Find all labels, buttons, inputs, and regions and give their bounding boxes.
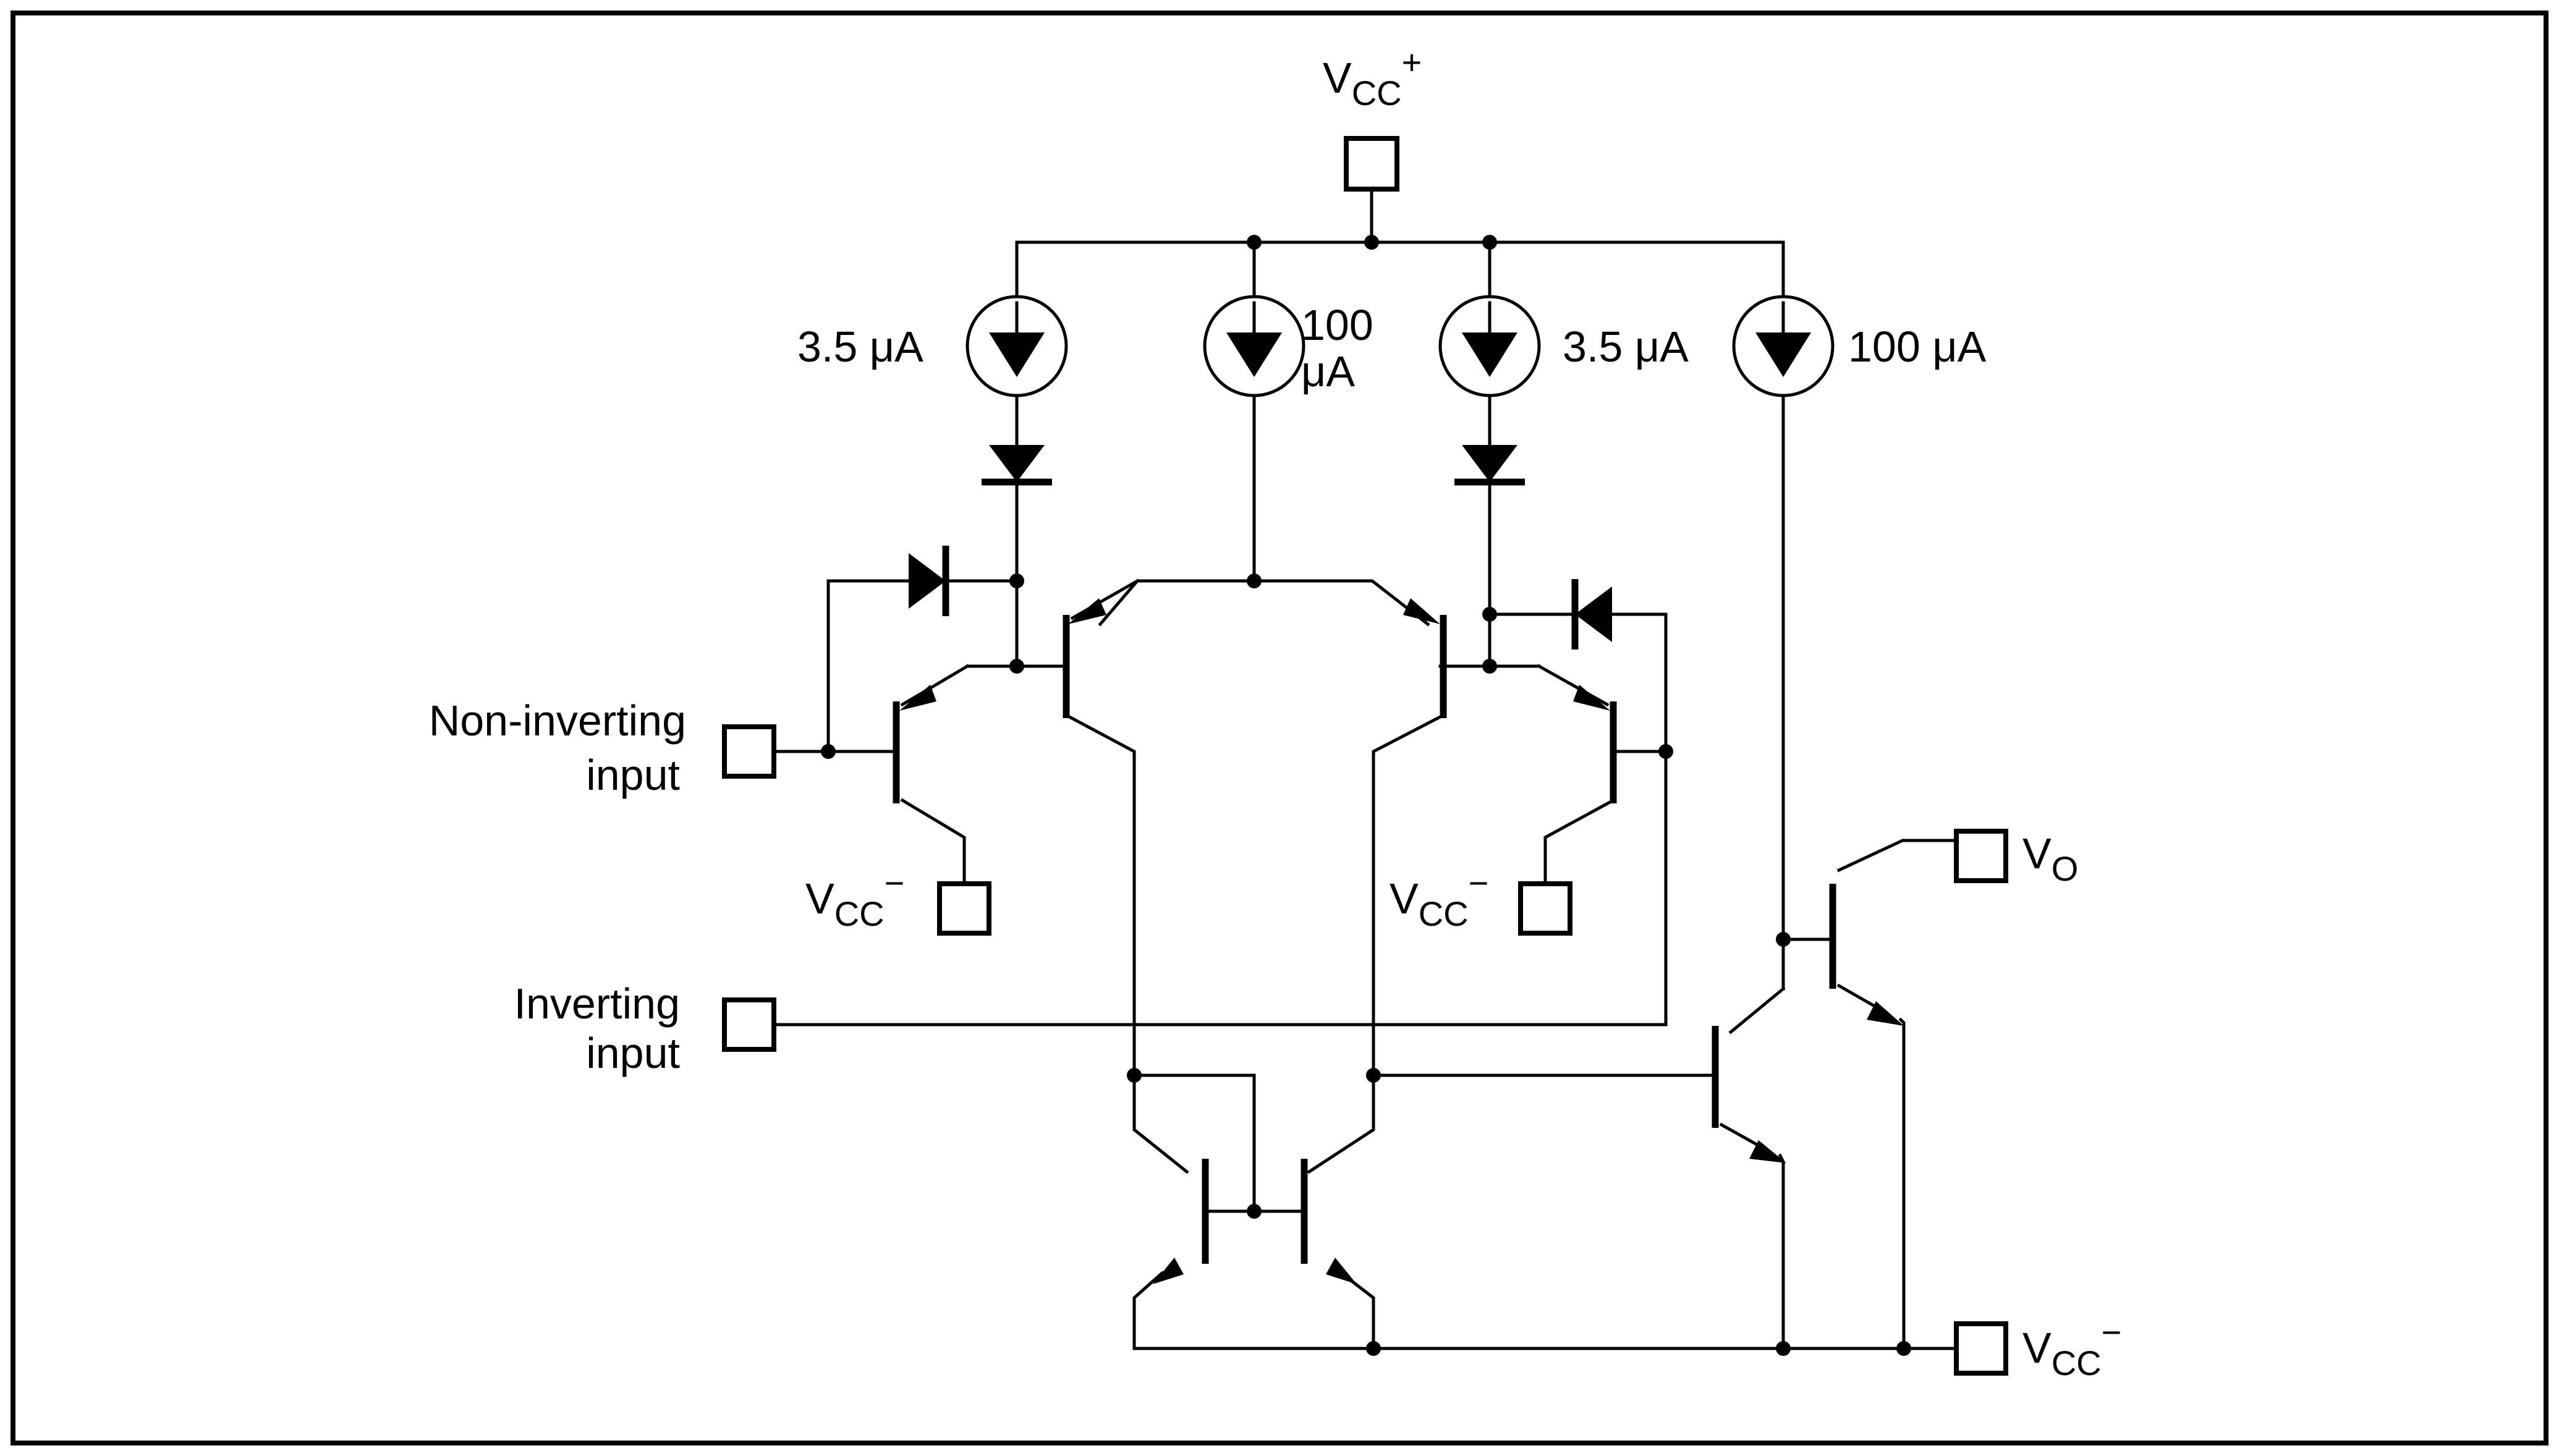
vcc-minus-pin-right	[1518, 881, 1572, 936]
vcc-minus-pin-bottom	[1954, 1321, 2008, 1376]
output-label: VO	[2022, 829, 2078, 888]
junction-dots	[821, 235, 1911, 1356]
inverting-input-pin	[722, 997, 776, 1052]
transistor-q8	[1829, 884, 1904, 1026]
current-source-3	[1438, 295, 1541, 397]
diagram-frame	[11, 11, 2548, 1445]
vcc-plus-pin	[1344, 136, 1399, 192]
source-1-label: 3.5 μA	[797, 323, 923, 371]
vcc-minus-label-right: VCC−	[1390, 863, 1488, 933]
diode-right-vertical	[1454, 445, 1525, 486]
diode-left-horizontal	[909, 546, 949, 616]
inverting-input-label-line2: input	[586, 1029, 680, 1077]
transistor-q3	[1403, 598, 1447, 718]
non-inverting-input-label-line2: input	[586, 751, 680, 799]
inverting-input-label-line1: Inverting	[514, 980, 680, 1028]
vcc-minus-pin-left	[937, 881, 991, 936]
source-2-label-line2: μA	[1301, 347, 1355, 396]
vcc-plus-label: VCC+	[1323, 43, 1422, 112]
transistor-q5	[1153, 1159, 1209, 1284]
transistor-q7	[1712, 1026, 1786, 1163]
current-source-4	[1732, 295, 1835, 397]
transistor-q6	[1301, 1159, 1357, 1284]
transistor-q1	[893, 664, 970, 803]
vcc-minus-label-left: VCC−	[805, 863, 904, 933]
non-inverting-input-pin	[722, 724, 776, 779]
diode-left-vertical	[982, 445, 1052, 486]
diode-right-horizontal	[1571, 579, 1612, 650]
source-2-label-line1: 100	[1301, 301, 1373, 349]
non-inverting-input-label-line1: Non-inverting	[429, 696, 686, 745]
current-source-2	[1203, 295, 1305, 397]
source-4-label: 100 μA	[1848, 323, 1987, 371]
vcc-minus-label-bottom: VCC−	[2022, 1313, 2121, 1382]
transistor-q4	[1537, 664, 1617, 803]
transistor-q2	[1063, 578, 1140, 718]
source-3-label: 3.5 μA	[1563, 323, 1689, 371]
output-pin	[1954, 829, 2008, 883]
current-source-1	[965, 295, 1068, 397]
